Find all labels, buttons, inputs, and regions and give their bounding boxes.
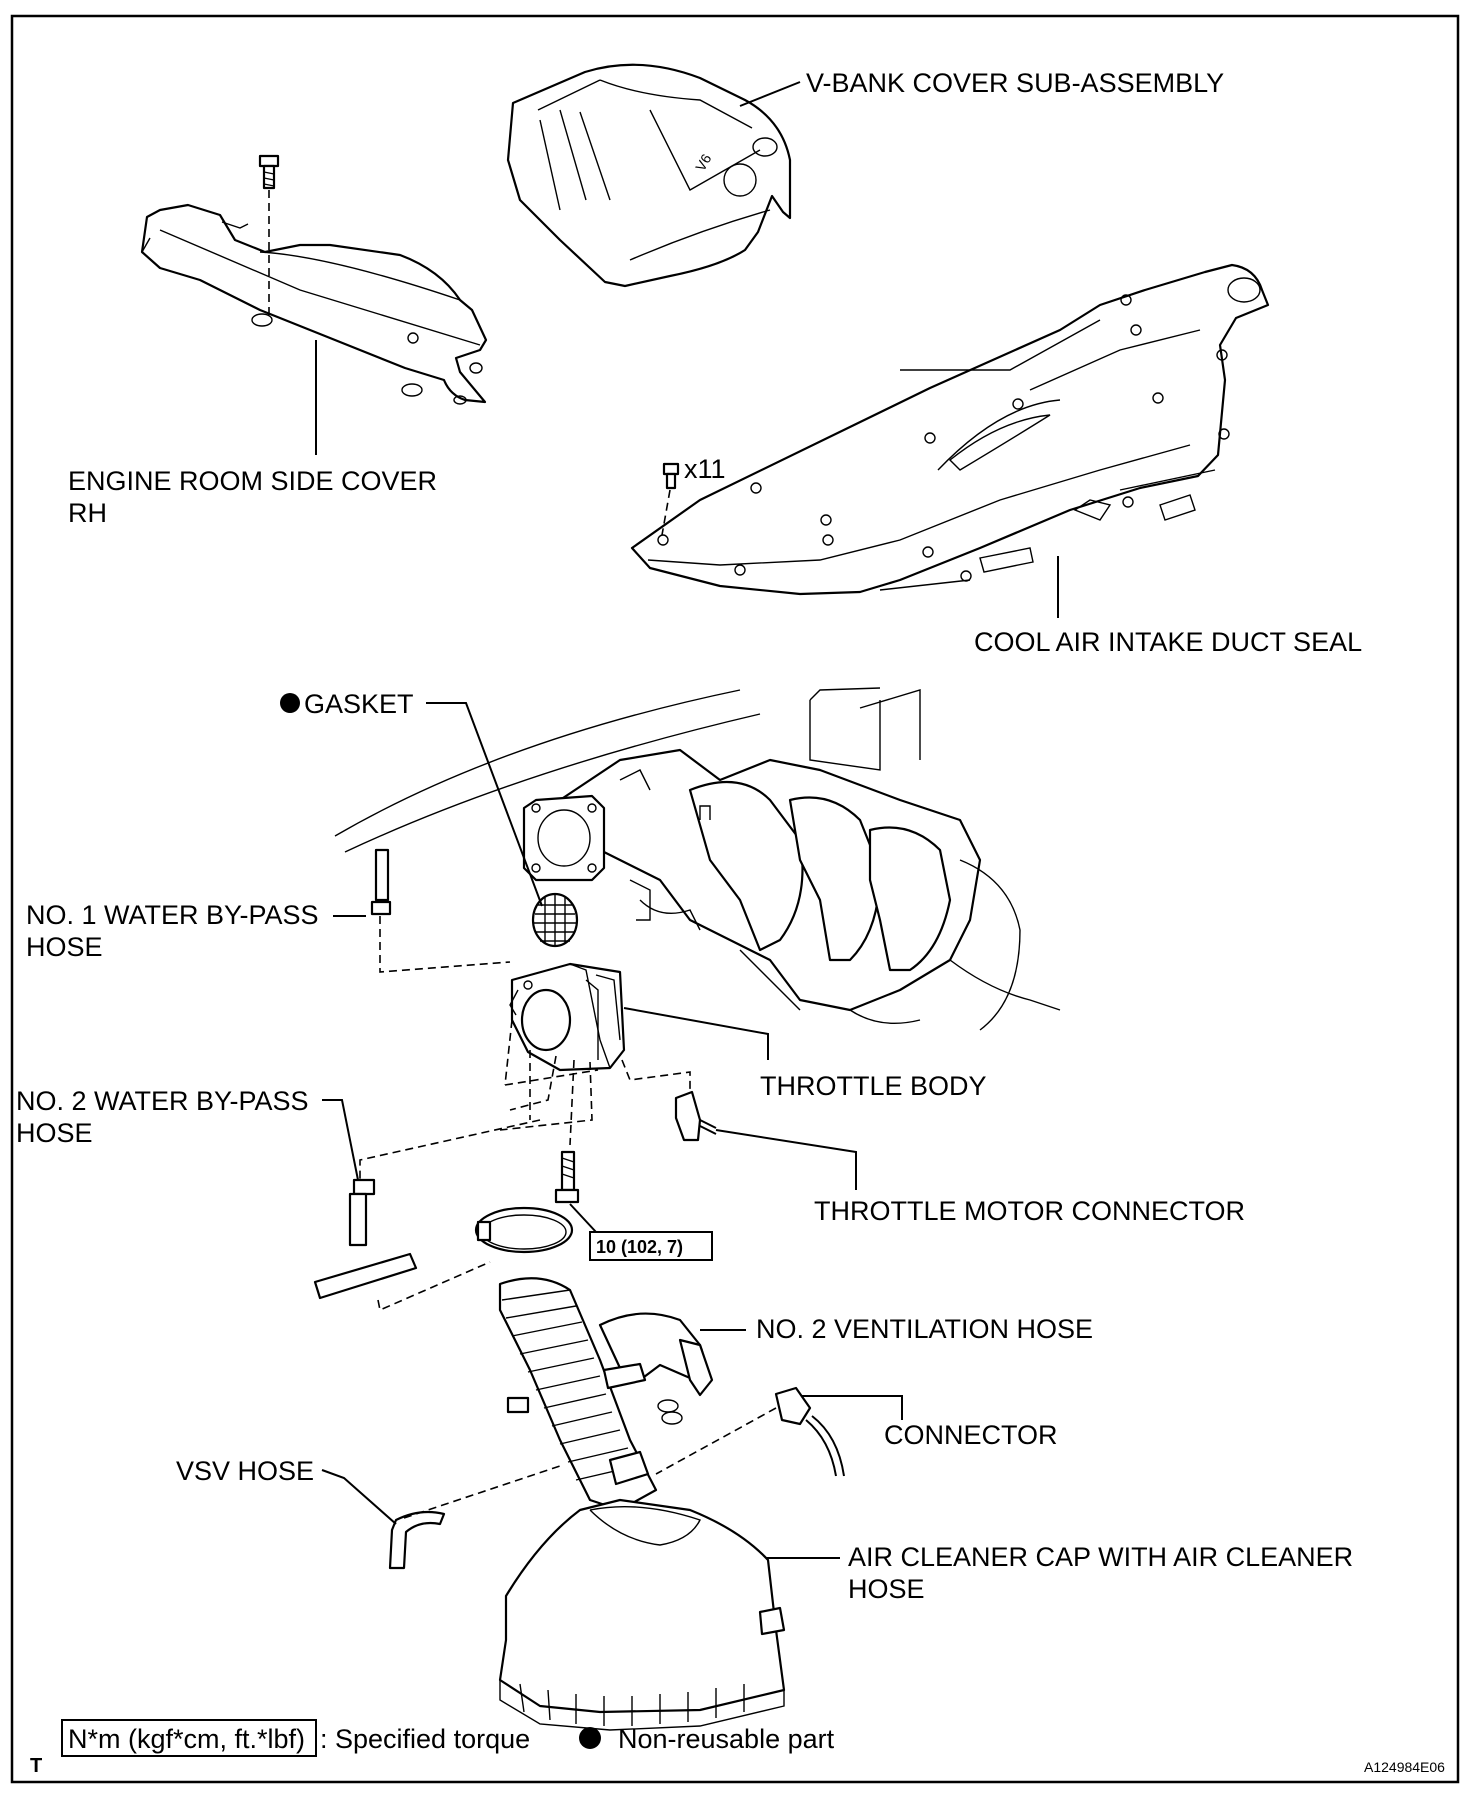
figure-id: A124984E06 xyxy=(1364,1759,1445,1775)
label-gasket: GASKET xyxy=(304,689,414,719)
leader-vbank xyxy=(739,81,801,107)
label-clip-count: x11 xyxy=(684,454,726,484)
leader-vsv-hose xyxy=(321,1469,397,1525)
figure-border xyxy=(10,14,1460,1784)
label-water-hose-2-line2: HOSE xyxy=(16,1118,93,1148)
corner-mark: T xyxy=(30,1755,42,1777)
throttle-motor-dash xyxy=(621,1059,691,1095)
label-engine-room-cover-1: ENGINE ROOM SIDE COVER xyxy=(68,466,437,496)
legend-non-reusable-desc: Non-reusable part xyxy=(618,1724,835,1754)
label-engine-room-cover-2: RH xyxy=(68,498,107,528)
leader-connector xyxy=(802,1395,903,1420)
label-torque-value: 10 (102, 7) xyxy=(596,1237,683,1257)
legend-torque-unit: N*m (kgf*cm, ft.*lbf) xyxy=(68,1724,305,1754)
connector-drawing xyxy=(774,1386,845,1477)
vsv-dash xyxy=(403,1465,561,1519)
v6-emblem-text: V6 xyxy=(692,151,715,174)
label-connector: CONNECTOR xyxy=(884,1420,1058,1450)
leader-torque xyxy=(569,1203,597,1233)
v-bank-cover-drawing: V6 xyxy=(506,63,792,288)
air-intake-hose-drawing xyxy=(498,1277,714,1561)
throttle-dash-lines xyxy=(359,1019,599,1180)
label-v-bank-cover: V-BANK COVER SUB-ASSEMBLY xyxy=(806,68,1224,98)
water-bypass-hose-2-drawing xyxy=(348,1178,376,1247)
gasket-drawing xyxy=(531,892,579,948)
label-ventilation-hose: NO. 2 VENTILATION HOSE xyxy=(756,1314,1093,1344)
leader-throttle-body xyxy=(623,1007,769,1060)
label-cool-air-seal: COOL AIR INTAKE DUCT SEAL xyxy=(974,627,1362,657)
legend-torque-box xyxy=(61,1719,317,1757)
connector-dash xyxy=(655,1407,777,1475)
engine-room-side-cover-drawing xyxy=(140,203,488,405)
cool-air-intake-duct-seal-drawing xyxy=(630,263,1270,596)
air-cleaner-cap-drawing xyxy=(498,1498,786,1731)
side-cover-bolt xyxy=(258,154,280,190)
clip-fastener xyxy=(662,462,680,490)
label-throttle-body: THROTTLE BODY xyxy=(760,1071,987,1101)
legend-non-reusable-dot xyxy=(579,1727,601,1749)
vsv-hose-drawing xyxy=(388,1510,446,1570)
leader-water-hose-2 xyxy=(322,1099,359,1181)
label-air-cleaner-line1: AIR CLEANER CAP WITH AIR CLEANER xyxy=(848,1542,1353,1572)
water-bypass-hose-1-drawing xyxy=(370,848,392,916)
non-reusable-dot-gasket xyxy=(280,693,300,713)
clip-dash-line xyxy=(661,489,671,536)
label-vsv-hose: VSV HOSE xyxy=(176,1456,314,1486)
label-air-cleaner-line2: HOSE xyxy=(848,1574,925,1604)
torque-box xyxy=(589,1231,713,1261)
label-water-hose-2-line1: NO. 2 WATER BY-PASS xyxy=(16,1086,309,1116)
throttle-motor-connector-drawing xyxy=(674,1090,717,1142)
water-hose-1-dash xyxy=(379,916,511,973)
pipe-segment-drawing xyxy=(313,1252,418,1300)
leader-throttle-motor-connector xyxy=(715,1129,857,1190)
label-throttle-motor-connector: THROTTLE MOTOR CONNECTOR xyxy=(814,1196,1245,1226)
leader-gasket xyxy=(426,702,543,907)
legend-torque-desc: : Specified torque xyxy=(320,1724,530,1754)
throttle-body-bolt xyxy=(554,1150,580,1204)
intake-manifold-drawing xyxy=(334,687,1061,1031)
hose-clamp-drawing xyxy=(474,1206,574,1254)
throttle-body-drawing xyxy=(509,962,626,1072)
label-water-hose-1-line1: NO. 1 WATER BY-PASS xyxy=(26,900,319,930)
hose-dash-left xyxy=(377,1261,491,1312)
label-water-hose-1-line2: HOSE xyxy=(26,932,103,962)
